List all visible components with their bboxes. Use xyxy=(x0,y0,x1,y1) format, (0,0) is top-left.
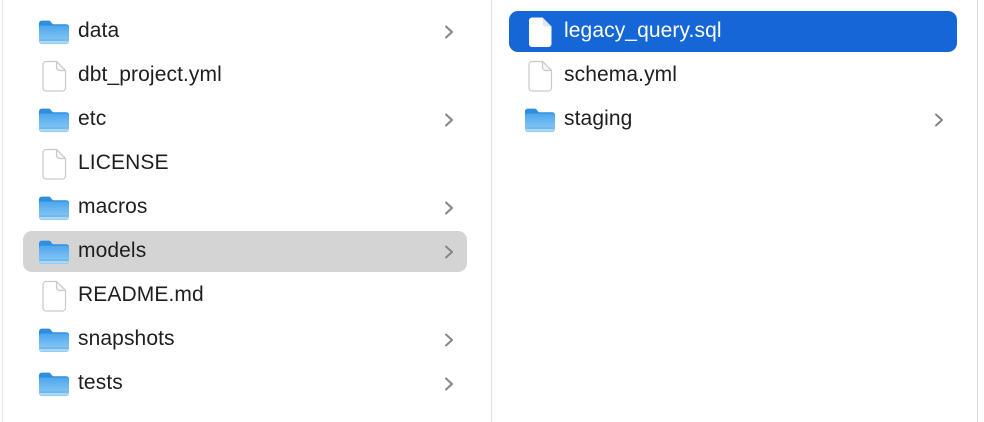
folder-icon xyxy=(37,236,71,268)
item-data[interactable]: data xyxy=(23,11,467,52)
item-models[interactable]: models xyxy=(23,231,467,272)
folder-icon xyxy=(37,368,71,400)
chevron-right-icon xyxy=(443,243,455,261)
item-label: schema.yml xyxy=(564,63,678,86)
item-label: README.md xyxy=(78,283,204,306)
item-label: data xyxy=(78,19,120,42)
chevron-right-icon xyxy=(443,111,455,129)
document-icon xyxy=(523,60,557,92)
item-dbt_project.yml[interactable]: dbt_project.yml xyxy=(23,55,467,96)
document-icon xyxy=(523,16,557,48)
chevron-right-icon xyxy=(443,199,455,217)
item-macros[interactable]: macros xyxy=(23,187,467,228)
item-label: macros xyxy=(78,195,148,218)
folder-icon xyxy=(37,16,71,48)
folder-icon xyxy=(37,104,71,136)
document-icon xyxy=(37,148,71,180)
item-legacy_query.sql[interactable]: legacy_query.sql xyxy=(509,11,957,52)
item-label: models xyxy=(78,239,147,262)
column-parent-folder: data xyxy=(2,0,492,422)
item-label: legacy_query.sql xyxy=(564,19,722,42)
document-icon xyxy=(37,280,71,312)
chevron-right-icon xyxy=(443,23,455,41)
item-etc[interactable]: etc xyxy=(23,99,467,140)
folder-icon xyxy=(523,104,557,136)
item-label: dbt_project.yml xyxy=(78,63,222,86)
column-models-folder: legacy_query.sql xyxy=(492,0,978,422)
item-label: staging xyxy=(564,107,633,130)
chevron-right-icon xyxy=(933,111,945,129)
item-snapshots[interactable]: snapshots xyxy=(23,319,467,360)
item-label: tests xyxy=(78,371,123,394)
document-icon xyxy=(37,60,71,92)
item-staging[interactable]: staging xyxy=(509,99,957,140)
item-label: etc xyxy=(78,107,107,130)
folder-icon xyxy=(37,192,71,224)
item-LICENSE[interactable]: LICENSE xyxy=(23,143,467,184)
folder-icon xyxy=(37,324,71,356)
item-label: snapshots xyxy=(78,327,175,350)
item-schema.yml[interactable]: schema.yml xyxy=(509,55,957,96)
item-tests[interactable]: tests xyxy=(23,363,467,404)
item-README.md[interactable]: README.md xyxy=(23,275,467,316)
chevron-right-icon xyxy=(443,331,455,349)
chevron-right-icon xyxy=(443,375,455,393)
item-label: LICENSE xyxy=(78,151,169,174)
